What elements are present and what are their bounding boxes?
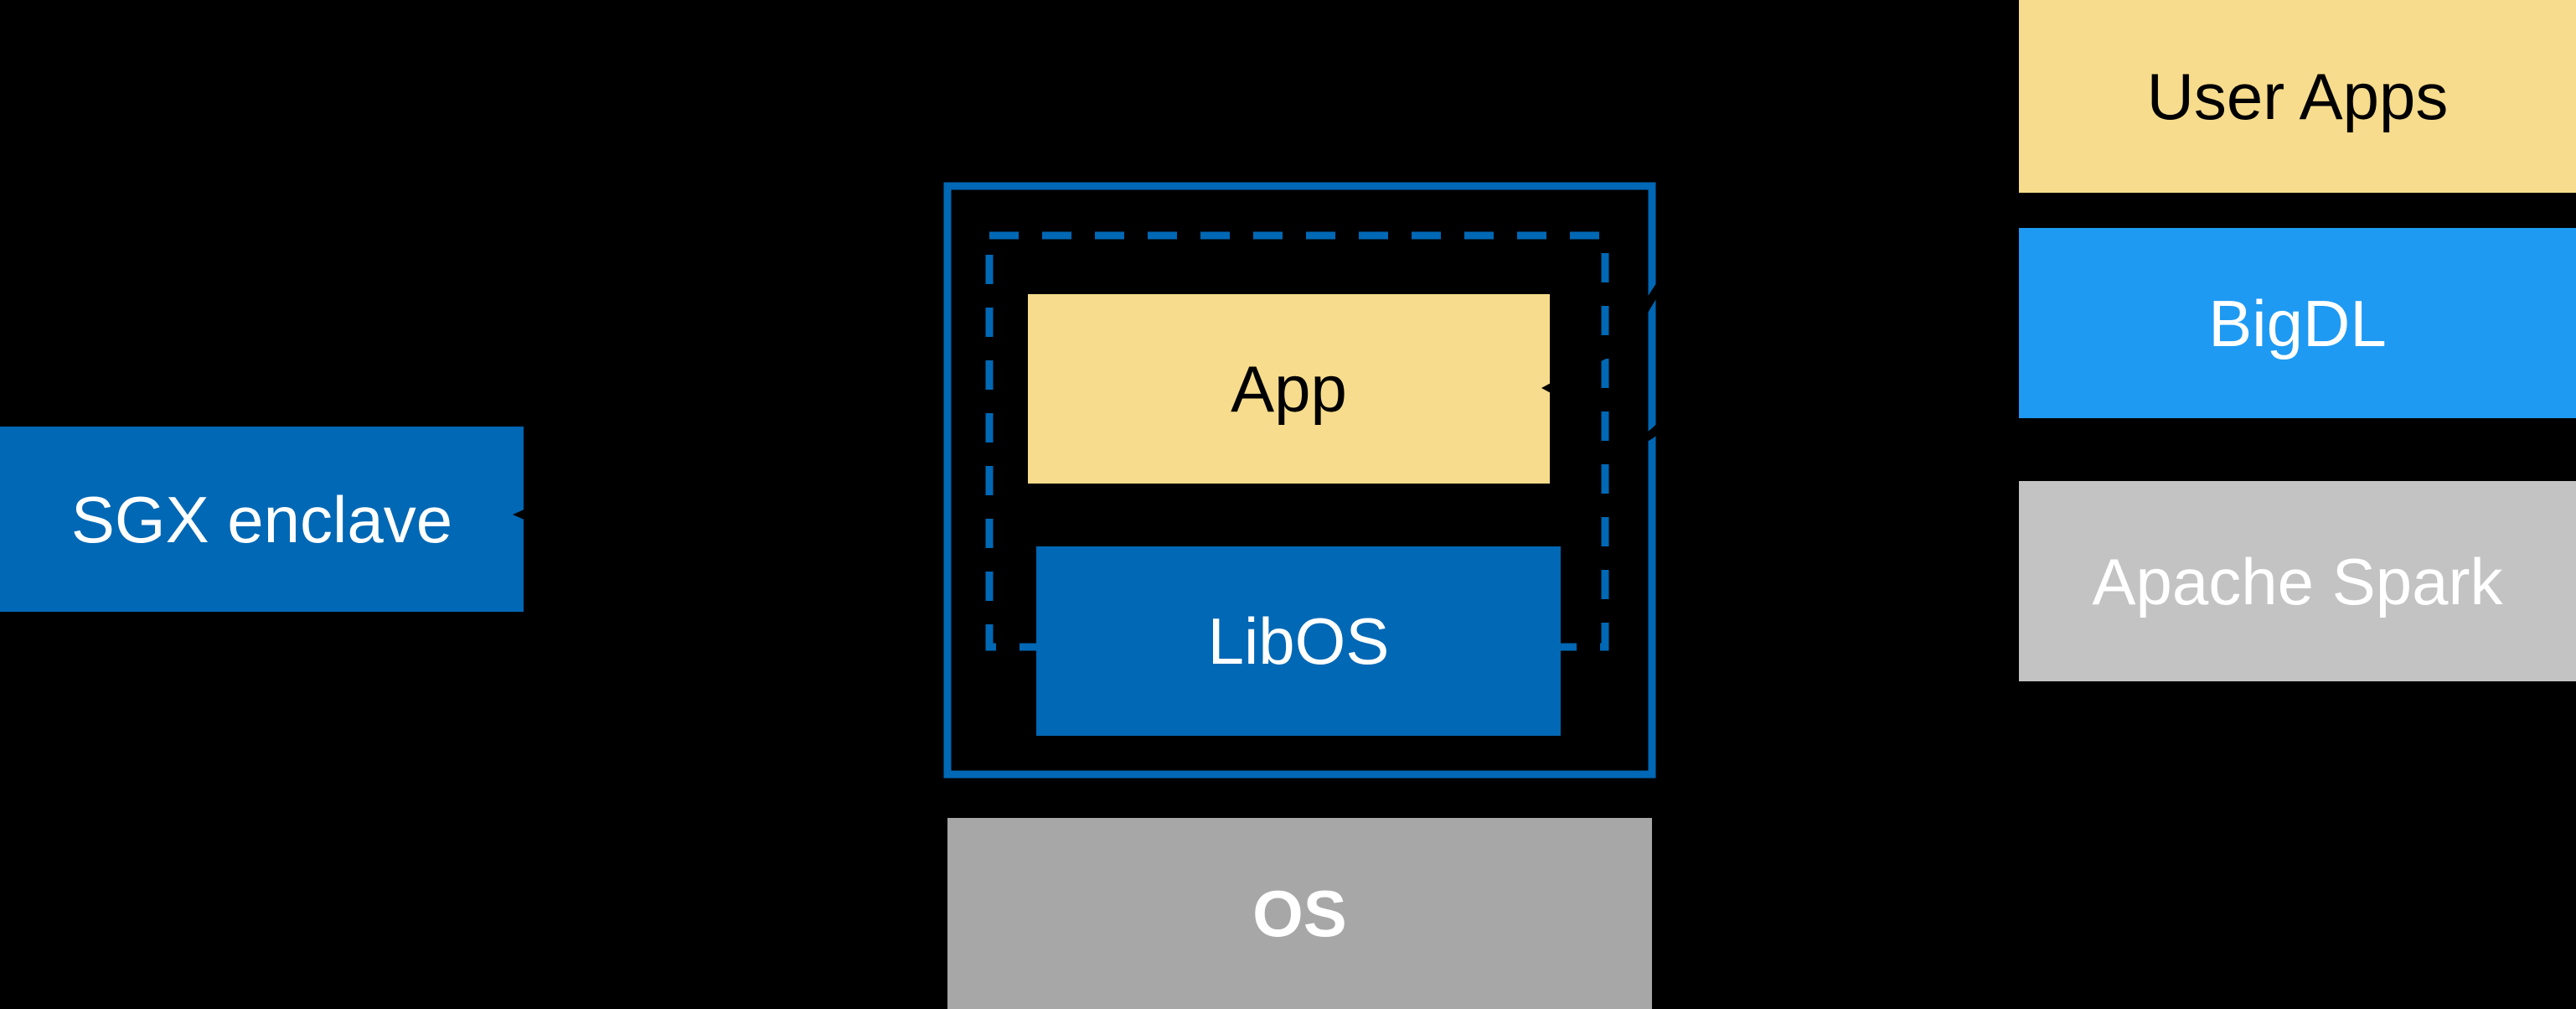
arrow-stack-to-app-lower-edge <box>1611 237 1941 445</box>
user-apps-label: User Apps <box>2146 60 2449 133</box>
bigdl-box: BigDL <box>2019 228 2576 418</box>
bigdl-label: BigDL <box>2208 286 2387 360</box>
sgx-enclave-box: SGX enclave <box>0 427 524 612</box>
libos-box: LibOS <box>1036 546 1561 736</box>
arrow-stack-to-app-upper-edge <box>1586 130 1822 366</box>
app-label: App <box>1231 352 1347 426</box>
sgx-enclave-label: SGX enclave <box>70 482 453 556</box>
arrow-stack-to-app-head-icon <box>1541 358 1598 418</box>
apache-spark-label: Apache Spark <box>2092 544 2503 618</box>
os-label: OS <box>1252 877 1347 950</box>
arrow-stack-to-app <box>1541 130 1941 445</box>
libos-label: LibOS <box>1207 604 1390 678</box>
apache-spark-box: Apache Spark <box>2019 481 2576 681</box>
user-apps-box: User Apps <box>2019 0 2576 193</box>
os-box: OS <box>947 818 1652 1009</box>
app-box: App <box>1028 294 1550 484</box>
arrow-to-sgx-enclave <box>513 492 978 537</box>
